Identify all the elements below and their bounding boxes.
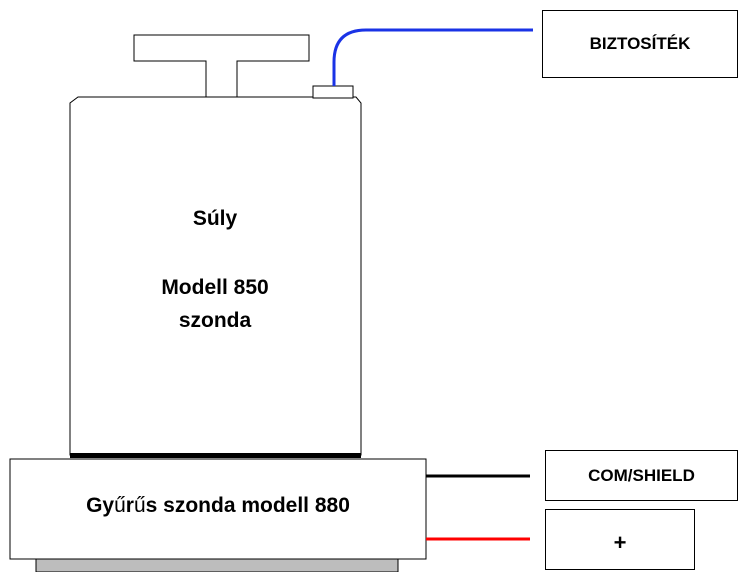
fuse-label: BIZTOSÍTÉK: [589, 34, 691, 53]
probe-850-line1: Modell 850: [161, 276, 269, 299]
com-shield-terminal: COM/SHIELD: [545, 450, 738, 501]
plus-label: +: [613, 529, 627, 555]
weight-handle: [133, 34, 310, 99]
ring-probe-label-u1: ű: [114, 494, 126, 517]
ring-probe-label-suffix: s szonda modell 880: [145, 494, 350, 517]
fuse-connector: [312, 85, 354, 99]
probe-850-line2: szonda: [178, 309, 252, 332]
ring-probe-label: Gyűrűs szonda modell 880: [10, 494, 426, 518]
weight-base-contact: [70, 453, 361, 458]
fuse-wire: [332, 28, 533, 86]
ring-probe-body: [9, 458, 427, 560]
weight-title: Súly: [192, 207, 238, 230]
plus-terminal: +: [545, 509, 695, 570]
ring-probe-label-mid: r: [125, 494, 134, 517]
ring-probe-label-prefix: Gy: [86, 494, 115, 517]
fuse-label-box: BIZTOSÍTÉK: [542, 10, 738, 78]
com-shield-label: COM/SHIELD: [588, 465, 695, 485]
base-plate: [35, 558, 399, 572]
ring-probe-label-u2: ű: [133, 494, 146, 517]
